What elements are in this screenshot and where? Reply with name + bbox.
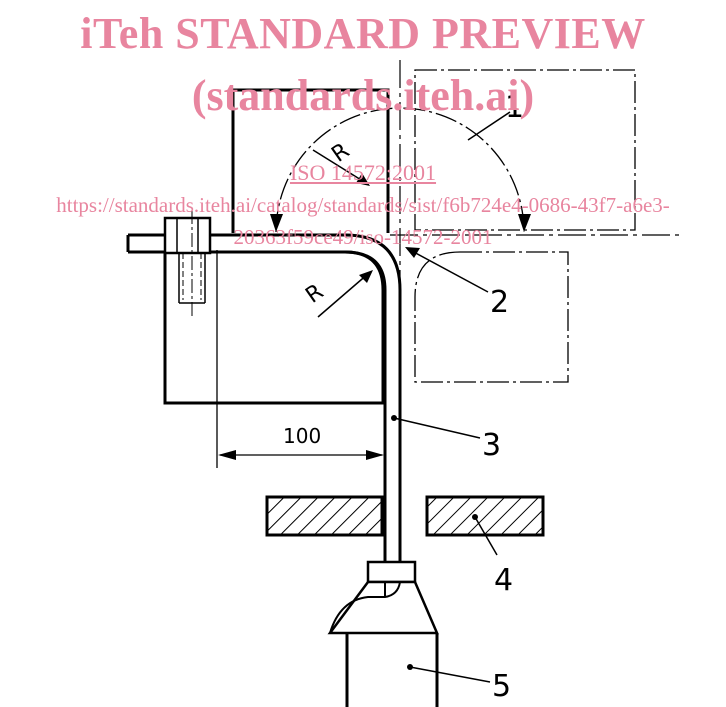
watermark-standard-link[interactable]: ISO 14572:2001 [289, 160, 437, 185]
leader-5 [409, 666, 491, 683]
test-specimen-inner [128, 250, 387, 562]
dimension-arrow-right [366, 450, 384, 460]
guide-plate-right [425, 495, 545, 537]
arc-arrow-right [518, 214, 531, 232]
phantom-lower-block [414, 251, 569, 383]
watermark-url-line-1[interactable]: https://standards.iteh.ai/catalog/standa… [56, 193, 670, 217]
callout-5: 5 [492, 669, 511, 704]
leader-3 [393, 417, 481, 439]
callout-1: 1 [505, 90, 524, 125]
leader-2-arrow [405, 247, 420, 258]
dimension-value: 100 [283, 424, 321, 448]
radius-line-upper [312, 149, 367, 184]
grip-clamp-curve [329, 581, 401, 634]
mandrel-block [163, 250, 385, 405]
radius-label-lower: R [301, 279, 328, 308]
bending-arc [275, 107, 525, 233]
guide-plate-left [265, 495, 384, 537]
radius-line-lower [317, 272, 370, 318]
callout-4: 4 [494, 563, 513, 598]
upper-clamp-block [231, 88, 390, 233]
callout-3: 3 [482, 428, 501, 463]
radius-arrow-upper [356, 173, 370, 186]
leader-4 [474, 516, 498, 556]
grip-collar [366, 560, 417, 584]
arc-arrow-left [270, 214, 283, 232]
watermark-title: iTeh STANDARD PREVIEW [80, 9, 646, 58]
grip-body [327, 580, 439, 635]
radius-arrow-lower [359, 270, 373, 283]
callout-2: 2 [490, 285, 509, 320]
leader-1 [467, 111, 511, 141]
test-specimen-outer [128, 233, 402, 562]
watermark-subtitle: (standards.iteh.ai) [191, 71, 535, 120]
bolt-head [163, 216, 212, 255]
phantom-upper-block [414, 69, 636, 231]
leader-2 [409, 249, 489, 293]
dimension-arrow-left [218, 450, 236, 460]
watermark-url-line-2[interactable]: 20363f59ce49/iso-14572-2001 [233, 225, 493, 249]
